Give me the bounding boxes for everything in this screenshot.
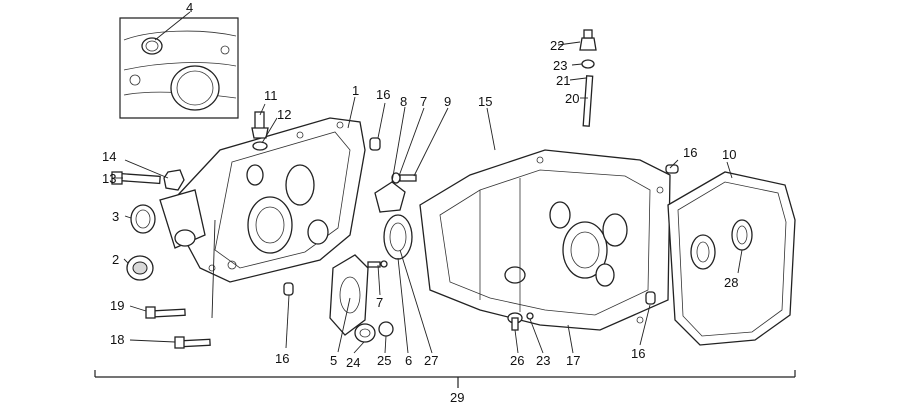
label-13: 13 <box>102 171 116 186</box>
label-14: 14 <box>102 149 116 164</box>
label-19: 19 <box>110 298 124 313</box>
bolt-13 <box>111 169 185 191</box>
leader-lines <box>112 41 743 354</box>
inset-detail <box>119 11 239 119</box>
label-8: 8 <box>400 94 407 109</box>
label-16-bottom: 16 <box>631 346 645 361</box>
dowel-16-left <box>283 282 294 296</box>
label-15: 15 <box>478 94 492 109</box>
plug-24 <box>354 323 376 343</box>
rear-cover-gasket <box>667 171 796 346</box>
label-22: 22 <box>550 38 564 53</box>
washer-25 <box>378 321 394 337</box>
screw-26 <box>507 312 523 331</box>
label-3: 3 <box>112 209 119 224</box>
washer-23-bottom <box>526 312 534 320</box>
label-9: 9 <box>444 94 451 109</box>
bolt-18 <box>174 336 211 349</box>
label-7-mid: 7 <box>376 295 383 310</box>
bearing-3 <box>130 204 156 234</box>
label-10: 10 <box>722 147 736 162</box>
part-labels: 4 1 11 12 14 13 3 2 19 18 16 8 7 9 15 22… <box>102 0 738 405</box>
dowel-16-right <box>665 164 679 174</box>
label-2: 2 <box>112 252 119 267</box>
label-21: 21 <box>556 73 570 88</box>
gasket-ring <box>383 214 413 260</box>
gasket-plate <box>374 181 406 213</box>
label-17: 17 <box>566 353 580 368</box>
bolt-19 <box>145 306 186 319</box>
breather-assembly <box>579 29 597 127</box>
label-7-top: 7 <box>420 94 427 109</box>
switch-11 <box>251 111 269 151</box>
label-24: 24 <box>346 355 360 370</box>
label-11: 11 <box>264 88 278 103</box>
label-18: 18 <box>110 332 124 347</box>
label-16-left: 16 <box>275 351 289 366</box>
label-1: 1 <box>352 83 359 98</box>
left-housing <box>159 117 366 283</box>
center-housing <box>419 149 671 331</box>
label-4: 4 <box>186 0 193 15</box>
label-16-right: 16 <box>683 145 697 160</box>
cover-gasket <box>329 254 369 336</box>
label-26: 26 <box>510 353 524 368</box>
label-12: 12 <box>277 107 291 122</box>
label-28: 28 <box>724 275 738 290</box>
screw-7-lower <box>367 260 388 268</box>
label-6: 6 <box>405 353 412 368</box>
label-25: 25 <box>377 353 391 368</box>
dowel-16-top <box>369 137 381 151</box>
label-27: 27 <box>424 353 438 368</box>
label-16-top: 16 <box>376 87 390 102</box>
label-20: 20 <box>565 91 579 106</box>
screw-9 <box>391 172 417 184</box>
label-5: 5 <box>330 353 337 368</box>
label-23-top: 23 <box>553 58 567 73</box>
label-29: 29 <box>450 390 464 405</box>
dowel-16-bottom <box>645 291 656 305</box>
label-23-bottom: 23 <box>536 353 550 368</box>
bearing-2 <box>126 255 154 281</box>
assembly-bracket <box>94 370 796 388</box>
